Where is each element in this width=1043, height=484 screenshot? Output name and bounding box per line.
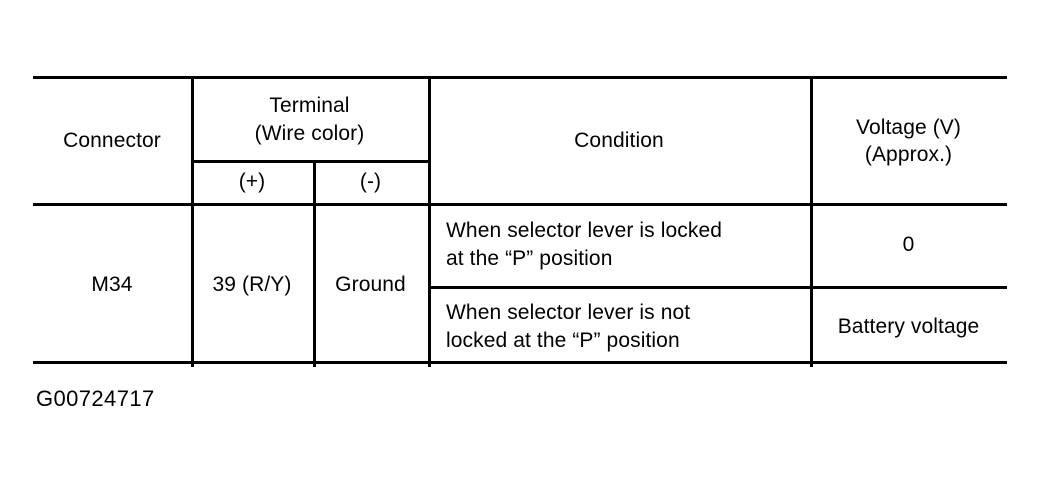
header-condition: Condition xyxy=(428,79,810,203)
table-vertical-rule-terminal-split xyxy=(313,160,316,367)
header-voltage-label-line2: (Approx.) xyxy=(864,143,953,166)
table-row: M34 xyxy=(33,203,191,367)
cell-voltage-1: 0 xyxy=(810,203,1007,286)
cell-condition-1-line2: at the “P” position xyxy=(446,246,613,270)
cell-condition-1-lines: When selector lever is locked at the “P”… xyxy=(446,217,722,272)
header-terminal-negative: (-) xyxy=(313,160,428,203)
figure-caption: G00724717 xyxy=(36,386,155,411)
header-condition-label: Condition xyxy=(574,129,664,153)
header-connector: Connector xyxy=(33,79,191,203)
table-vertical-rule-condition xyxy=(810,79,813,367)
header-voltage: Voltage (V) (Approx.) xyxy=(810,79,1007,203)
cell-condition-1: When selector lever is locked at the “P”… xyxy=(428,203,810,286)
header-voltage-lines: Voltage (V) (Approx.) xyxy=(856,114,961,169)
cell-condition-2-line2: locked at the “P” position xyxy=(446,328,680,352)
table-vertical-rule-connector xyxy=(191,79,194,367)
cell-terminal-negative: Ground xyxy=(313,203,428,367)
cell-voltage-1-value: 0 xyxy=(902,232,915,256)
cell-connector-value: M34 xyxy=(91,273,133,297)
cell-condition-2-line1: When selector lever is not xyxy=(446,301,691,325)
voltage-spec-table: Connector Terminal (Wire color) (+) (-) … xyxy=(33,76,1007,367)
header-connector-label: Connector xyxy=(63,129,161,153)
cell-voltage-2-value: Battery voltage xyxy=(837,314,980,338)
cell-terminal-negative-value: Ground xyxy=(335,273,406,297)
table-horizontal-rule-terminal-subheader xyxy=(191,160,428,163)
header-terminal-negative-label: (-) xyxy=(359,169,382,193)
table-vertical-rule-terminal xyxy=(428,79,431,367)
cell-condition-2-lines: When selector lever is not locked at the… xyxy=(446,299,690,354)
cell-condition-1-line1: When selector lever is locked xyxy=(446,219,723,243)
cell-condition-2: When selector lever is not locked at the… xyxy=(428,286,810,367)
cell-voltage-2: Battery voltage xyxy=(810,286,1007,367)
header-terminal-label-line2: (Wire color) xyxy=(254,121,365,145)
header-terminal-lines: Terminal (Wire color) xyxy=(255,92,365,147)
table-horizontal-rule-header-body xyxy=(33,203,1007,206)
cell-terminal-positive-value: 39 (R/Y) xyxy=(212,273,292,297)
header-terminal-positive: (+) xyxy=(191,160,313,203)
header-terminal-positive-label: (+) xyxy=(238,169,266,193)
header-terminal-label-line1: Terminal xyxy=(269,94,350,118)
header-voltage-label-line1: Voltage (V) xyxy=(856,115,961,139)
header-terminal: Terminal (Wire color) xyxy=(191,79,428,160)
table-horizontal-rule-row-split xyxy=(428,286,1007,289)
cell-terminal-positive: 39 (R/Y) xyxy=(191,203,313,367)
